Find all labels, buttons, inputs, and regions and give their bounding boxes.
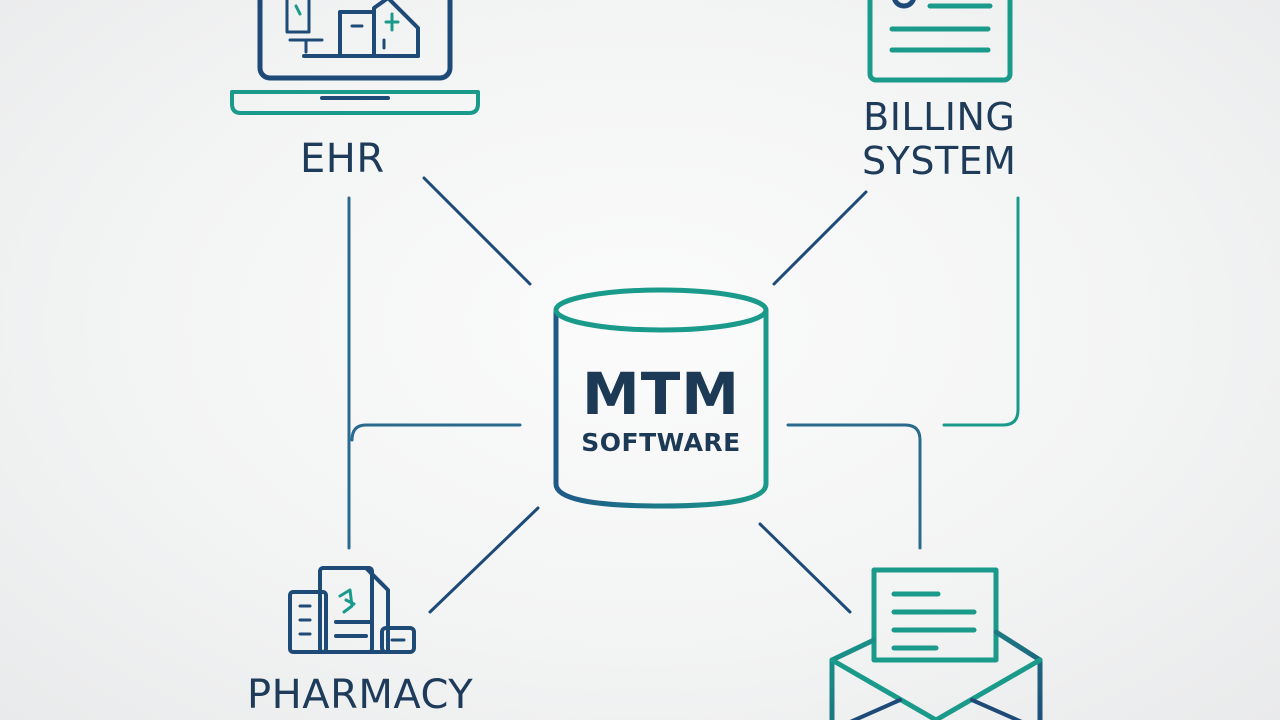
connector-core-messaging — [786, 423, 922, 550]
connector-billing-core-right — [942, 196, 1020, 427]
database-cylinder-icon — [553, 287, 769, 509]
document-icon — [867, 0, 1013, 83]
core-title: MTM — [582, 360, 740, 428]
connector-core-left — [350, 423, 522, 442]
laptop-icon — [230, 0, 480, 115]
connector-ehr-core — [422, 176, 532, 286]
connector-pharmacy-core — [428, 506, 540, 614]
billing-system-label: BILLING SYSTEM — [862, 95, 1016, 183]
connector-billing-core — [772, 190, 868, 286]
connector-lines — [347, 176, 1020, 614]
ehr-label: EHR — [300, 136, 385, 182]
billing-label-line1: BILLING — [863, 95, 1016, 139]
pharmacy-building-icon — [288, 566, 416, 654]
core-subtitle: SOFTWARE — [581, 428, 741, 457]
billing-label-line2: SYSTEM — [862, 139, 1017, 183]
pharmacy-label: PHARMACY — [247, 672, 474, 718]
envelope-letter-icon — [829, 567, 1043, 720]
connector-messaging-core — [758, 522, 852, 614]
